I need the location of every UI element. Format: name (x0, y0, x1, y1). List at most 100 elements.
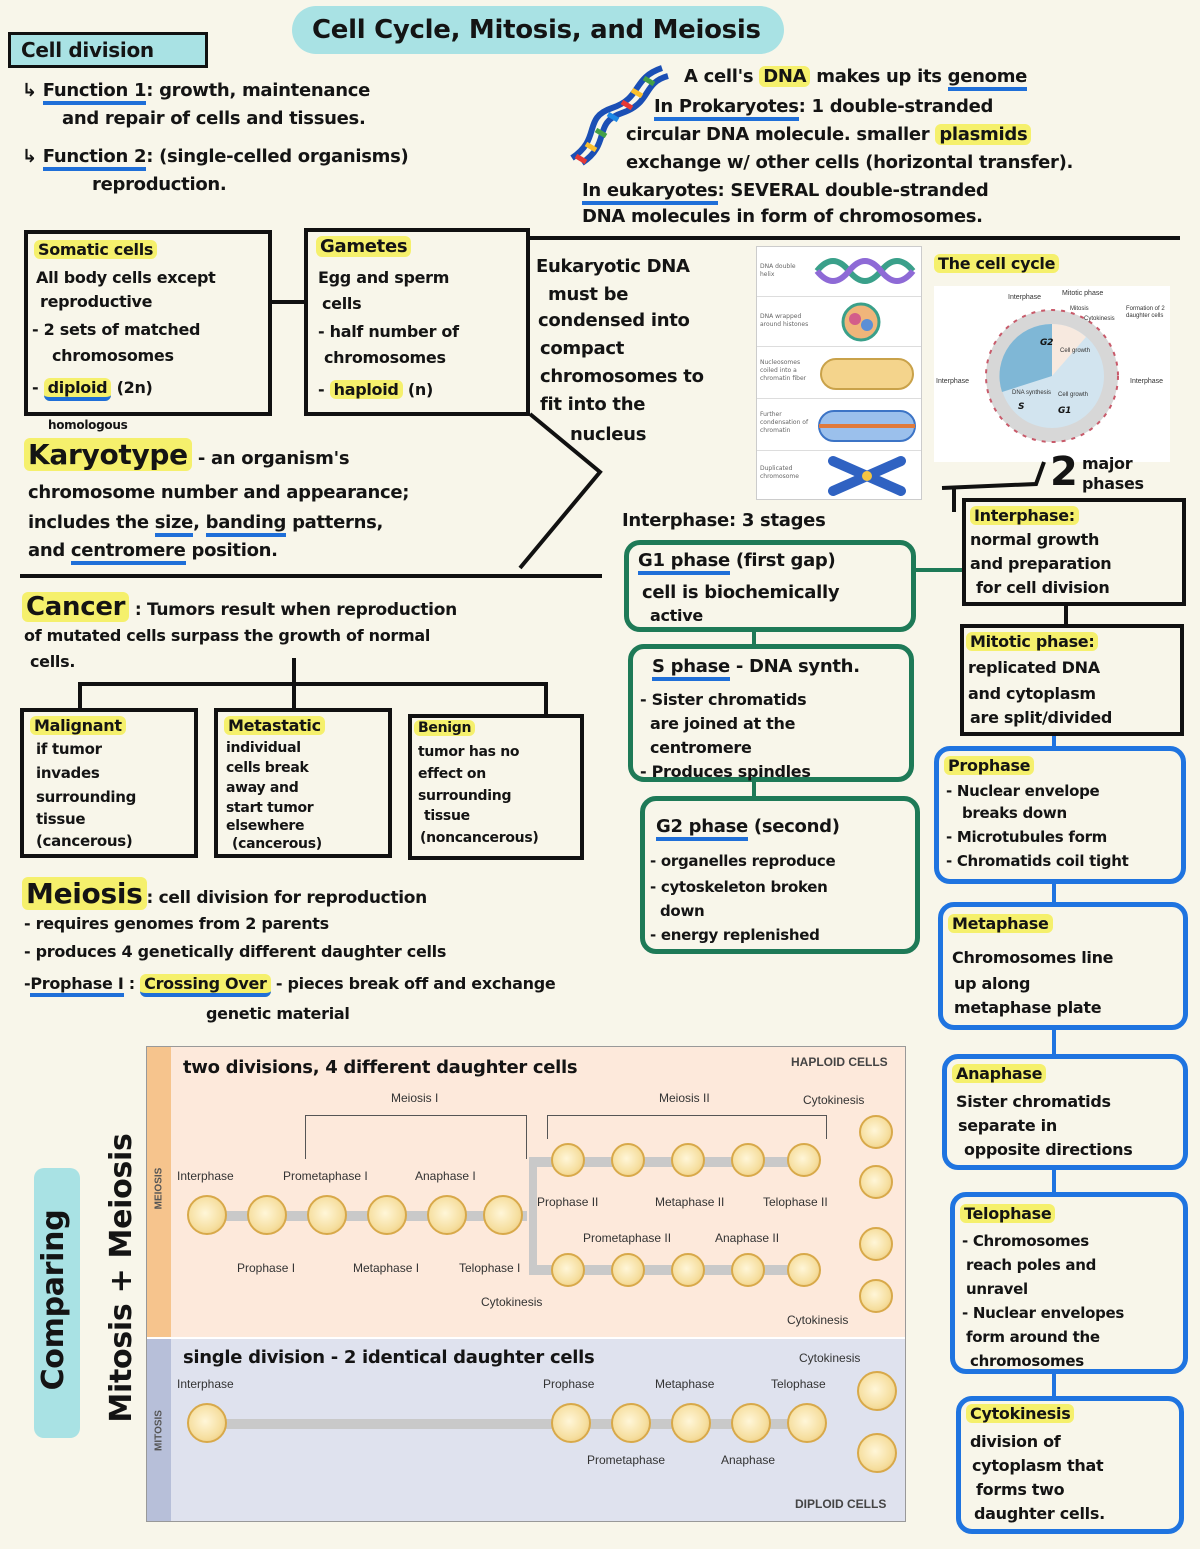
g2-l1: - organelles reproduce (650, 852, 836, 870)
meiosis-term: Meiosis (22, 877, 147, 910)
mitosis-side-band (147, 1339, 171, 1521)
gametes-l4: chromosomes (324, 348, 446, 367)
condense-row: Nucleosomes coiled into a chromatin fibe… (757, 347, 921, 399)
genome-line1: A cell's DNA makes up its genome (684, 66, 1027, 91)
somatic-l2: reproductive (40, 292, 153, 311)
mit-cell-prometaphase (611, 1403, 651, 1443)
somatic-title: Somatic cells (34, 240, 158, 260)
green-link (752, 782, 756, 798)
malignant-l1: if tumor (36, 740, 102, 758)
genome-line3: circular DNA molecule. smaller plasmids (626, 124, 1032, 146)
metastatic-l2: cells break (226, 760, 309, 776)
benign-l1: tumor has no (418, 744, 520, 760)
prophase-l4: - Chromatids coil tight (946, 852, 1129, 870)
metaphase-title: Metaphase (948, 914, 1053, 934)
benign-title: Benign (414, 720, 476, 737)
karyotype-line3: includes the size, banding patterns, (28, 512, 383, 537)
anaphase-l3: opposite directions (964, 1140, 1133, 1159)
cell-prometaphase2-top (611, 1143, 645, 1177)
label-mit-prometaphase: Prometaphase (587, 1453, 666, 1467)
metaphase-l2: up along (954, 974, 1031, 993)
tree-connector (78, 682, 548, 686)
label-mit-cytokinesis: Cytokinesis (799, 1351, 861, 1365)
cytokinesis-l4: daughter cells. (974, 1504, 1105, 1523)
cell-prophase2-bottom (551, 1253, 585, 1287)
arrow-icon: ↳ (22, 80, 43, 101)
label-mit-interphase: Interphase (177, 1377, 234, 1391)
label-cytokinesis-bottom: Cytokinesis (787, 1313, 849, 1327)
malignant-l3: surrounding (36, 788, 137, 806)
meiosis-line1: Meiosis: cell division for reproduction (22, 877, 427, 914)
somatic-l5: - diploid (2n) (32, 378, 153, 401)
cancer-line1: Cancer : Tumors result when reproduction (22, 592, 457, 625)
cycle-label: Cell growth (1058, 392, 1089, 398)
cytokinesis-box (956, 1396, 1184, 1534)
split-bar (529, 1157, 537, 1271)
meiosis2-arrow-top (529, 1157, 811, 1167)
mitosis-note: single division - 2 identical daughter c… (183, 1347, 595, 1368)
s-phase-box (628, 644, 914, 782)
annot-g2: G2 (1040, 338, 1054, 348)
condensed-chromatin-icon (818, 410, 916, 442)
cell-telophase1 (483, 1195, 523, 1235)
cancer-line3: cells. (30, 652, 76, 671)
label-anaphase2: Anaphase II (715, 1231, 780, 1245)
anaphase-title: Anaphase (952, 1064, 1047, 1084)
label-anaphase1: Anaphase I (415, 1169, 476, 1183)
prophase-title: Prophase (944, 756, 1035, 776)
metastatic-l5: elsewhere (226, 818, 305, 834)
mit-cell-telophase (787, 1403, 827, 1443)
mitotic-phase-box (960, 624, 1184, 736)
two-major-num: 2 (1050, 449, 1078, 495)
cycle-label: Cell growth (1060, 348, 1091, 354)
gametes-l2: cells (322, 294, 362, 313)
cytokinesis-l2: cytoplasm that (972, 1456, 1104, 1475)
euk-dna-l2: must be (548, 284, 629, 305)
blue-link (1052, 1030, 1056, 1056)
metaphase-box (938, 902, 1188, 1030)
genome-line2: In Prokaryotes: 1 double-stranded (654, 96, 993, 121)
dna-condensation-panel: DNA double helix DNA wrapped around hist… (756, 246, 922, 500)
green-link (752, 632, 756, 646)
interphase-l1: normal growth (970, 530, 1100, 549)
telophase-l1: - Chromosomes (962, 1232, 1089, 1250)
anaphase-box (942, 1054, 1188, 1170)
gametes-title: Gametes (316, 236, 412, 258)
telophase-box (950, 1192, 1188, 1374)
cell-telophase2-top (787, 1143, 821, 1177)
label-mit-telophase: Telophase (771, 1377, 826, 1391)
cycle-label: Interphase (1130, 378, 1164, 385)
metastatic-l3: away and (226, 780, 299, 796)
diploid-cell (857, 1433, 897, 1473)
g2-l3: down (660, 902, 705, 920)
label-cytokinesis-mid: Cytokinesis (481, 1295, 543, 1309)
cell-anaphase1 (427, 1195, 467, 1235)
brace-connector (941, 461, 1046, 512)
mit-cell-anaphase (731, 1403, 771, 1443)
label-interphase: Interphase (177, 1169, 234, 1183)
cancer-line2: of mutated cells surpass the growth of n… (24, 626, 431, 645)
genome-line4: exchange w/ other cells (horizontal tran… (626, 152, 1074, 173)
benign-l2: effect on (418, 766, 486, 782)
tree-connector (544, 682, 548, 716)
meiosis1-bracket (305, 1115, 527, 1159)
annot-s: S (1018, 402, 1025, 412)
euk-dna-l5: chromosomes to (540, 366, 704, 387)
karyotype-term: Karyotype (24, 438, 192, 471)
g1-title: G1 phase (first gap) (638, 550, 836, 575)
benign-box (408, 714, 584, 860)
chevron-connector (518, 412, 603, 570)
divider-mid-left (20, 574, 602, 578)
gametes-l1: Egg and sperm (318, 268, 450, 287)
haploid-cell (859, 1279, 893, 1313)
g1-l2: active (650, 606, 703, 625)
meiosis-line4: -Prophase I : Crossing Over - pieces bre… (24, 974, 556, 997)
cell-interphase (187, 1195, 227, 1235)
s-phase-l4: - Produces spindles (640, 762, 811, 781)
g2-phase-box (640, 796, 920, 954)
function1: ↳ Function 1: growth, maintenance (22, 80, 370, 105)
somatic-l1: All body cells except (36, 268, 216, 287)
label-prophase2: Prophase II (537, 1195, 599, 1209)
label-mit-prophase: Prophase (543, 1377, 595, 1391)
benign-l3: surrounding (418, 788, 512, 804)
